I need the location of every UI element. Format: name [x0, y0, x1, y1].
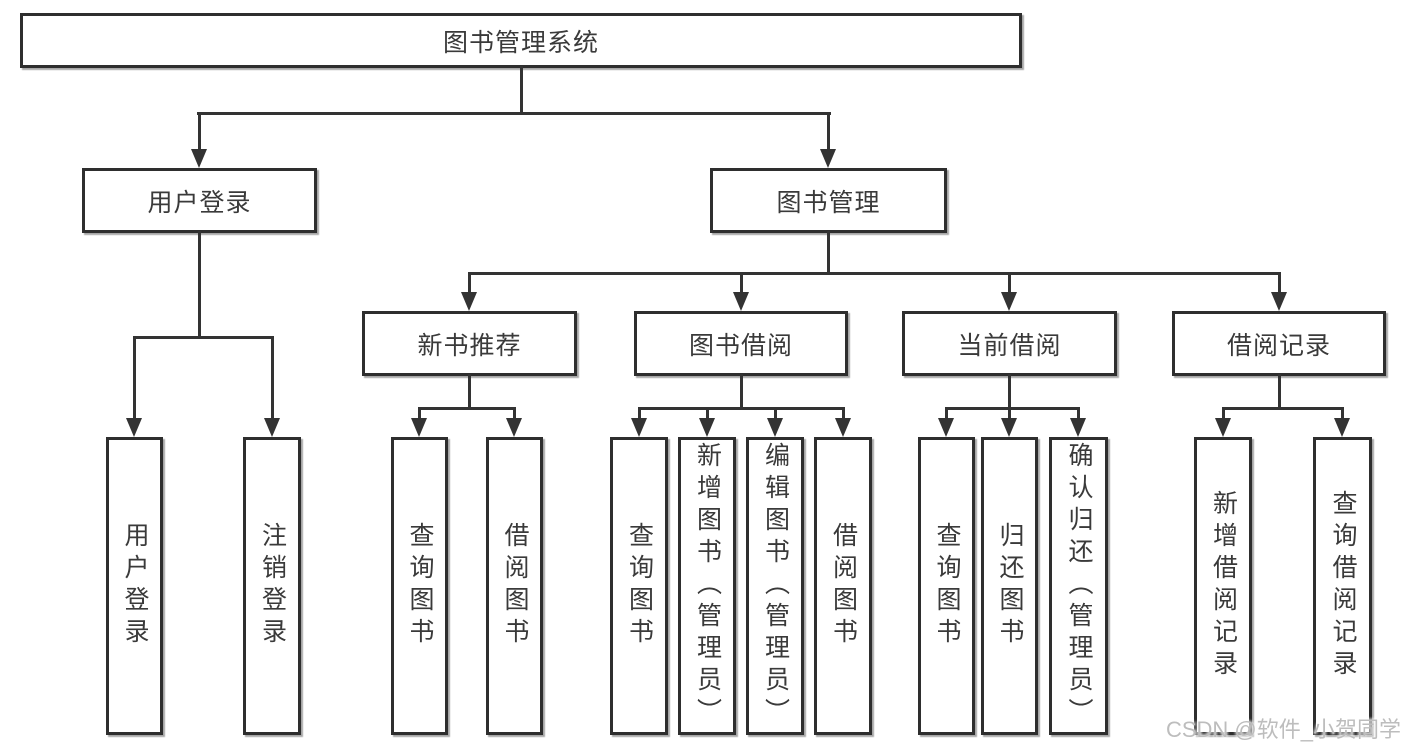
- leaf-add-book-admin-label: 新增图书（管理员）: [693, 442, 722, 730]
- leaf-user-login-label: 用户登录: [121, 522, 149, 650]
- connector-line: [842, 407, 845, 420]
- connector-line: [1222, 407, 1225, 420]
- connector-line: [1008, 272, 1011, 294]
- connector-line: [740, 272, 743, 294]
- connector-line: [1341, 407, 1344, 420]
- leaf-query-book-3-label: 查询图书: [933, 522, 961, 650]
- node-current-borrow-label: 当前借阅: [957, 331, 1062, 360]
- leaf-edit-book-admin: 编辑图书（管理员）: [746, 437, 804, 735]
- connector-arrow: [1070, 418, 1086, 437]
- connector-line: [1008, 407, 1011, 420]
- connector-line: [945, 407, 948, 420]
- leaf-add-book-admin: 新增图书（管理员）: [678, 437, 736, 735]
- connector-arrow: [938, 418, 954, 437]
- connector-line: [945, 407, 1079, 410]
- node-borrow-records: 借阅记录: [1172, 311, 1386, 376]
- connector-line: [513, 407, 516, 420]
- leaf-confirm-return-admin-label: 确认归还（管理员）: [1065, 442, 1093, 730]
- leaf-logout-label: 注销登录: [258, 522, 287, 650]
- connector-line: [133, 336, 274, 339]
- leaf-logout: 注销登录: [243, 437, 301, 735]
- connector-line: [468, 374, 471, 410]
- connector-line: [1077, 407, 1080, 420]
- connector-line: [197, 112, 831, 115]
- connector-arrow: [1271, 292, 1287, 311]
- connector-line: [271, 336, 274, 420]
- connector-line: [198, 231, 201, 338]
- connector-arrow: [820, 149, 836, 168]
- connector-arrow: [631, 418, 647, 437]
- connector-line: [827, 112, 830, 150]
- connector-arrow: [461, 292, 477, 311]
- leaf-add-borrow-record: 新增借阅记录: [1194, 437, 1252, 735]
- connector-line: [774, 407, 777, 420]
- leaf-query-book-3: 查询图书: [918, 437, 975, 735]
- connector-line: [468, 272, 1280, 275]
- leaf-query-borrow-record-label: 查询借阅记录: [1329, 490, 1357, 682]
- connector-line: [638, 407, 641, 420]
- node-user-login-label: 用户登录: [147, 188, 252, 217]
- connector-arrow: [1001, 418, 1017, 437]
- leaf-return-book: 归还图书: [981, 437, 1038, 735]
- node-book-borrow-label: 图书借阅: [688, 331, 793, 360]
- connector-line: [198, 112, 201, 150]
- csdn-watermark: CSDN @软件_小贺同学: [1165, 717, 1401, 742]
- connector-arrow: [767, 418, 783, 437]
- connector-arrow: [1334, 418, 1350, 437]
- connector-line: [1278, 374, 1281, 410]
- connector-arrow: [835, 418, 851, 437]
- leaf-edit-book-admin-label: 编辑图书（管理员）: [761, 442, 790, 730]
- connector-line: [827, 231, 830, 274]
- node-current-borrow: 当前借阅: [902, 311, 1117, 376]
- connector-line: [520, 66, 523, 114]
- node-root: 图书管理系统: [20, 13, 1022, 68]
- leaf-user-login: 用户登录: [106, 437, 163, 735]
- connector-line: [1008, 374, 1011, 410]
- connector-arrow: [506, 418, 522, 437]
- connector-line: [418, 407, 516, 410]
- node-book-management-label: 图书管理: [776, 188, 881, 217]
- connector-arrow: [126, 418, 142, 437]
- leaf-borrow-book-1-label: 借阅图书: [501, 522, 529, 650]
- connector-arrow: [411, 418, 427, 437]
- leaf-query-book-2: 查询图书: [610, 437, 668, 735]
- connector-line: [1278, 272, 1281, 294]
- node-book-borrow: 图书借阅: [634, 311, 848, 376]
- node-new-book-recommend-label: 新书推荐: [417, 331, 522, 360]
- leaf-query-book-1: 查询图书: [391, 437, 448, 735]
- leaf-borrow-book-2: 借阅图书: [814, 437, 872, 735]
- leaf-borrow-book-2-label: 借阅图书: [829, 522, 858, 650]
- leaf-query-borrow-record: 查询借阅记录: [1313, 437, 1372, 735]
- connector-arrow: [191, 149, 207, 168]
- connector-line: [706, 407, 709, 420]
- node-borrow-records-label: 借阅记录: [1226, 331, 1331, 360]
- leaf-borrow-book-1: 借阅图书: [486, 437, 543, 735]
- connector-arrow: [1215, 418, 1231, 437]
- node-root-label: 图书管理系统: [442, 28, 599, 57]
- connector-line: [468, 272, 471, 294]
- connector-line: [418, 407, 421, 420]
- node-new-book-recommend: 新书推荐: [362, 311, 577, 376]
- connector-arrow: [733, 292, 749, 311]
- node-user-login: 用户登录: [82, 168, 317, 233]
- leaf-query-book-2-label: 查询图书: [625, 522, 654, 650]
- connector-line: [638, 407, 844, 410]
- connector-arrow: [1001, 292, 1017, 311]
- leaf-return-book-label: 归还图书: [996, 522, 1024, 650]
- leaf-add-borrow-record-label: 新增借阅记录: [1209, 490, 1238, 682]
- leaf-query-book-1-label: 查询图书: [406, 522, 434, 650]
- connector-line: [740, 374, 743, 410]
- connector-line: [1222, 407, 1343, 410]
- connector-arrow: [699, 418, 715, 437]
- connector-arrow: [264, 418, 280, 437]
- leaf-confirm-return-admin: 确认归还（管理员）: [1049, 437, 1108, 735]
- connector-line: [133, 336, 136, 420]
- node-book-management: 图书管理: [710, 168, 947, 233]
